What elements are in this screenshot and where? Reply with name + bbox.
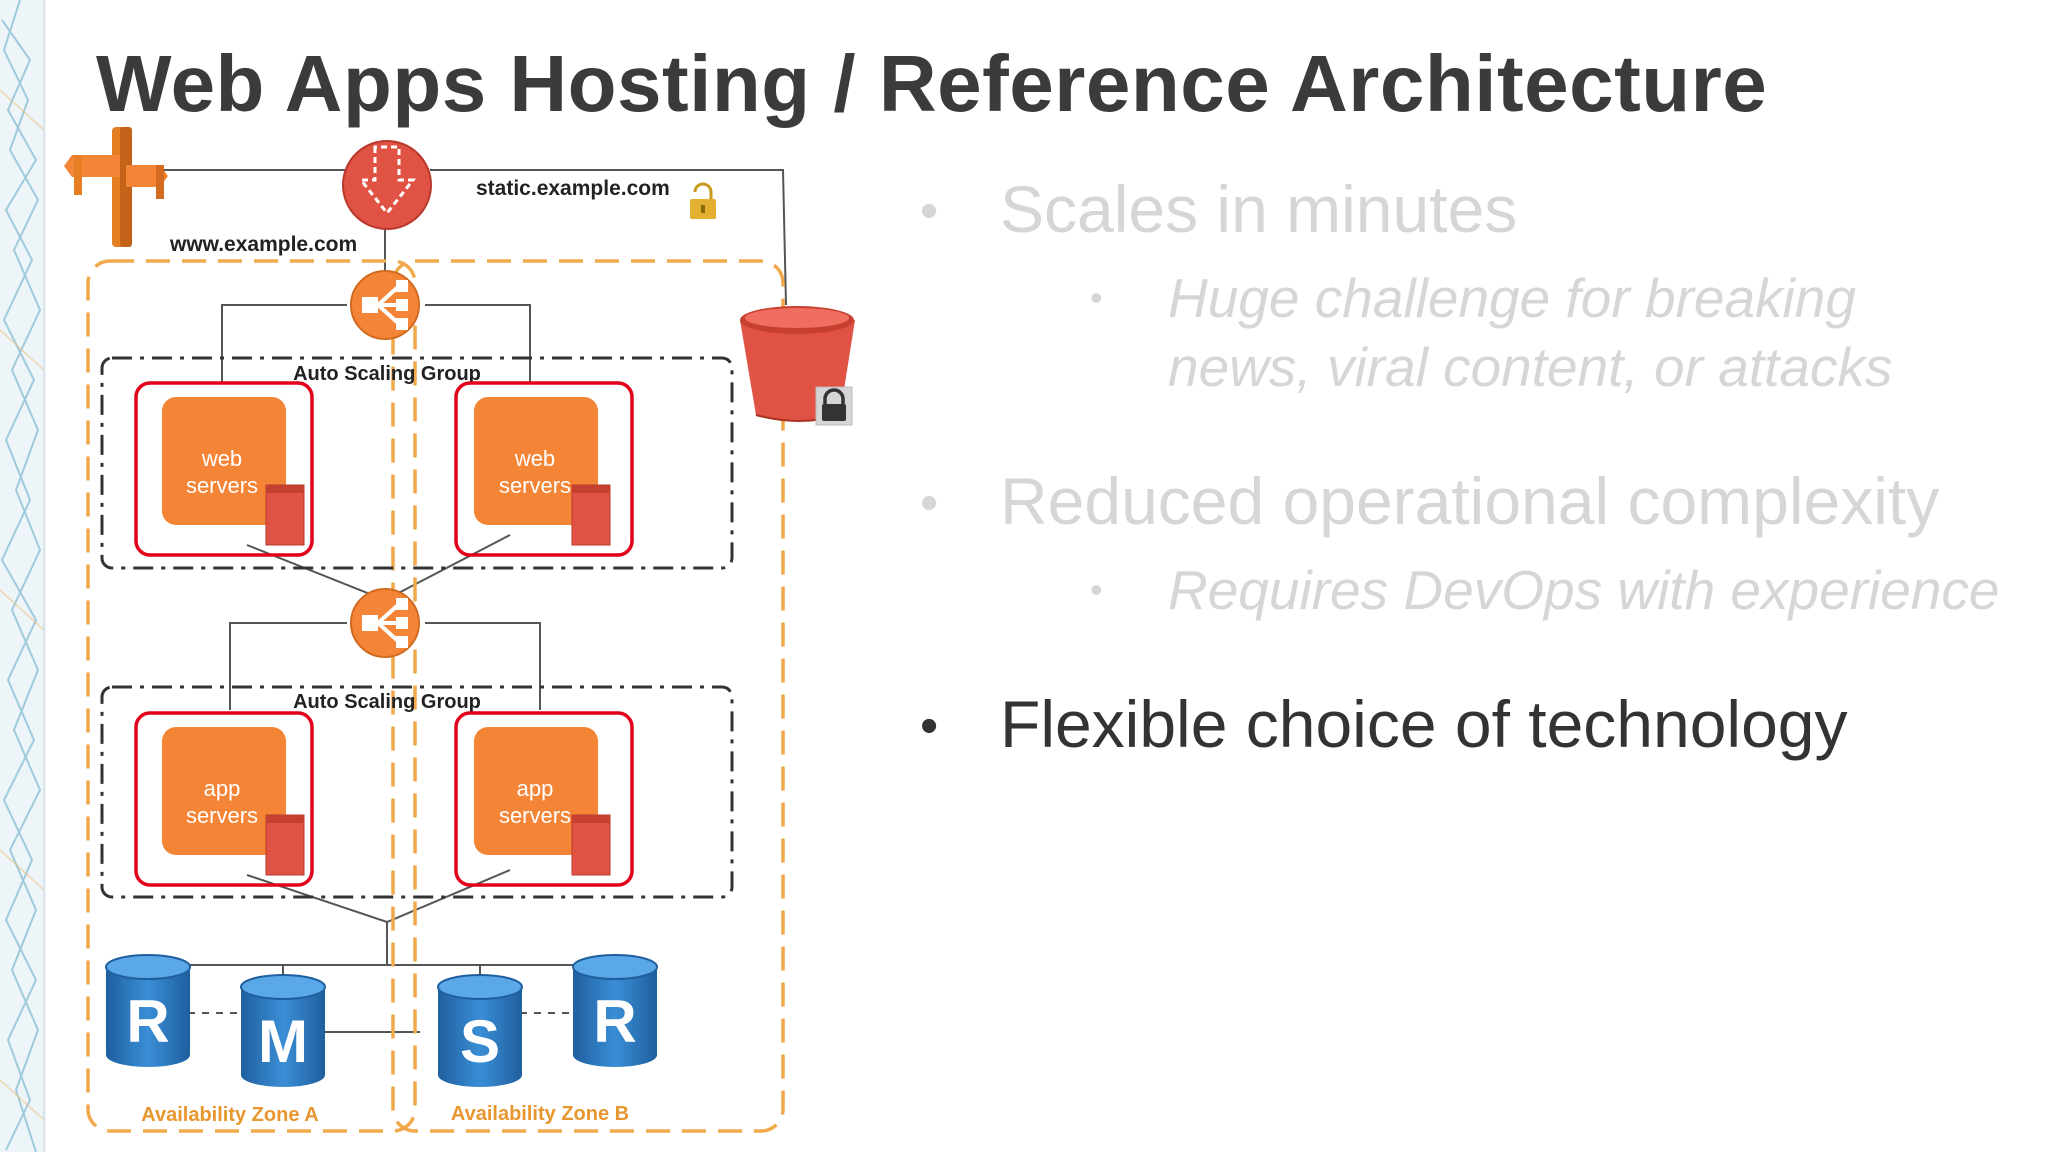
availability-zone-b-box xyxy=(391,259,785,1133)
database-standby-icon: S xyxy=(437,974,523,1087)
app-asg-label: Auto Scaling Group xyxy=(293,691,481,713)
svg-text:servers: servers xyxy=(186,803,258,828)
bullet-dot: • xyxy=(920,697,939,755)
app-server-instance-a: app servers xyxy=(134,711,314,887)
architecture-diagram: www.example.com static.example.com A xyxy=(64,127,855,1133)
svg-text:app: app xyxy=(204,776,241,801)
sub-bullet-devops: Requires DevOps with experience xyxy=(1168,559,2000,621)
web-asg-label: Auto Scaling Group xyxy=(293,363,481,385)
svg-text:servers: servers xyxy=(499,473,571,498)
database-read-replica-a-icon: R xyxy=(105,954,191,1067)
static-domain-label: static.example.com xyxy=(476,177,670,200)
web-auto-scaling-group-box xyxy=(100,356,734,570)
web-load-balancer-icon xyxy=(350,270,420,340)
web-server-instance-b: web servers xyxy=(454,381,634,557)
svg-text:servers: servers xyxy=(499,803,571,828)
sub-bullet-huge-challenge-line1: Huge challenge for breaking xyxy=(1168,267,1856,329)
cloudfront-icon xyxy=(342,140,432,230)
sub-bullet-dot: • xyxy=(1090,277,1103,318)
svg-text:R: R xyxy=(126,988,169,1055)
database-master-icon: M xyxy=(240,974,326,1087)
svg-text:R: R xyxy=(593,988,636,1055)
decorative-left-strip xyxy=(0,0,46,1152)
sub-bullet-dot: • xyxy=(1090,569,1103,610)
app-auto-scaling-group-box xyxy=(100,685,734,899)
bucket-lock-icon xyxy=(815,386,853,426)
svg-text:servers: servers xyxy=(186,473,258,498)
web-server-instance-a: web servers xyxy=(134,381,314,557)
zone-b-label: Availability Zone B xyxy=(451,1103,629,1125)
availability-zone-a-box xyxy=(86,259,417,1133)
svg-text:M: M xyxy=(258,1008,308,1075)
route53-signpost-icon xyxy=(64,127,168,247)
svg-text:web: web xyxy=(514,446,555,471)
svg-text:web: web xyxy=(201,446,242,471)
slide-title: Web Apps Hosting / Reference Architectur… xyxy=(96,39,1768,128)
app-load-balancer-icon xyxy=(350,588,420,658)
padlock-icon xyxy=(690,182,716,219)
svg-text:app: app xyxy=(517,776,554,801)
svg-text:S: S xyxy=(460,1008,500,1075)
zone-a-label: Availability Zone A xyxy=(141,1104,318,1126)
sub-bullet-huge-challenge-line2: news, viral content, or attacks xyxy=(1168,336,1893,398)
app-server-instance-b: app servers xyxy=(454,711,634,887)
bullet-scales: Scales in minutes xyxy=(1000,172,1518,246)
database-read-replica-b-icon: R xyxy=(572,954,658,1067)
bullet-reduced-complexity: Reduced operational complexity xyxy=(1000,464,1940,538)
bullet-dot: • xyxy=(920,474,939,532)
bullet-flexible-technology: Flexible choice of technology xyxy=(1000,687,1848,761)
bullet-dot: • xyxy=(920,182,939,240)
www-domain-label: www.example.com xyxy=(169,233,357,256)
connector-lines xyxy=(140,169,787,1033)
